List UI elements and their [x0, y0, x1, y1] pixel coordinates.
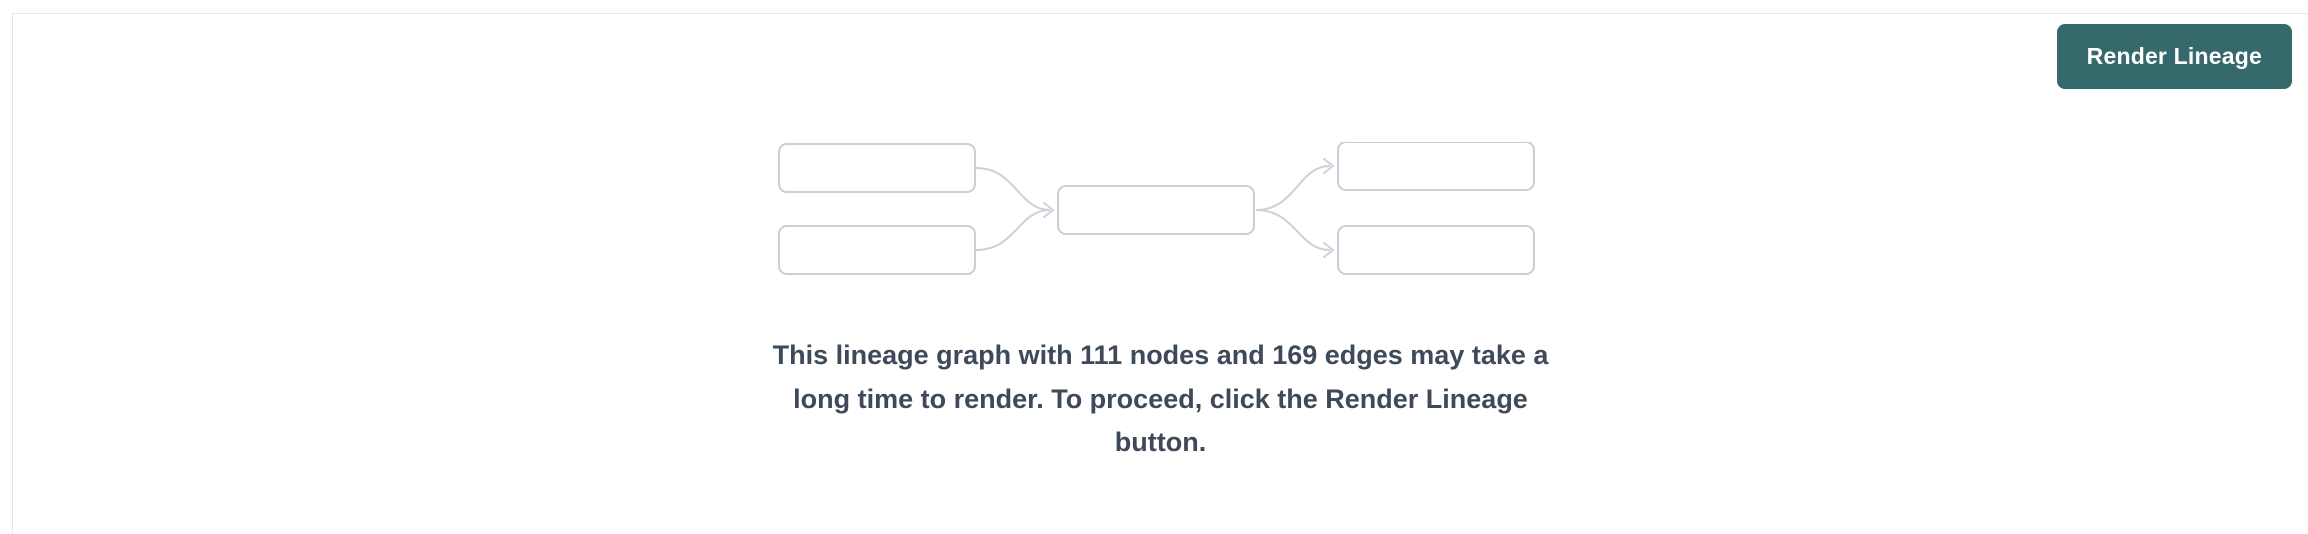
- empty-state-message: This lineage graph with 111 nodes and 16…: [772, 340, 1549, 458]
- lineage-panel: Render Lineage This lineage graph with 1…: [12, 13, 2308, 534]
- placeholder-node: [1056, 185, 1255, 235]
- lineage-empty-state: This lineage graph with 111 nodes and 16…: [13, 142, 2308, 465]
- render-lineage-button[interactable]: Render Lineage: [2056, 24, 2292, 89]
- placeholder-node: [1336, 142, 1535, 191]
- placeholder-node: [1336, 225, 1535, 275]
- placeholder-node: [777, 143, 976, 193]
- lineage-placeholder-icon: [777, 142, 1535, 275]
- placeholder-node: [777, 225, 976, 275]
